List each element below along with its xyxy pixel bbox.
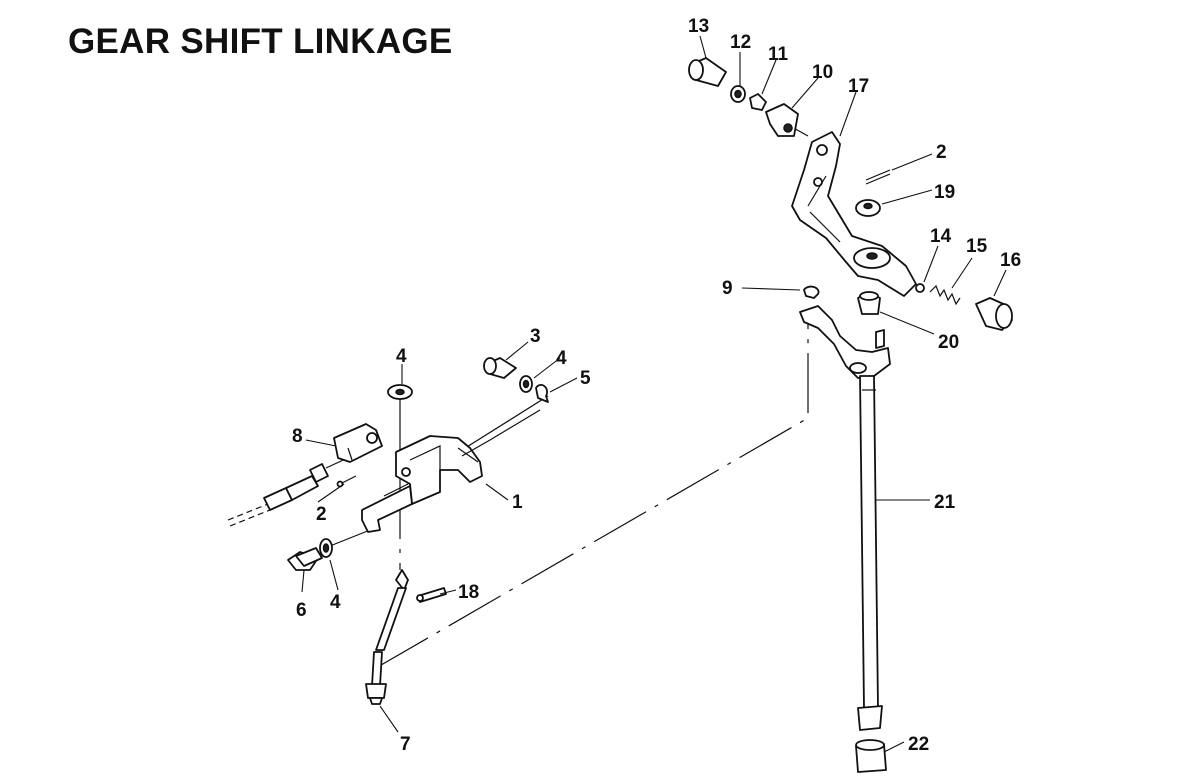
callout-7: 7 bbox=[400, 734, 411, 755]
pin-part-18 bbox=[416, 587, 447, 603]
callout-4-mid: 4 bbox=[556, 348, 567, 369]
alignment-line-main bbox=[375, 322, 809, 669]
ball-part-14 bbox=[915, 283, 925, 293]
shift-link bbox=[799, 305, 891, 379]
plug-part-16 bbox=[975, 297, 1013, 331]
ball-joint-part-10 bbox=[765, 103, 799, 137]
shift-shaft-part-21 bbox=[857, 375, 883, 731]
cotter-pin-part-2-right bbox=[865, 169, 891, 185]
bolt-part-3 bbox=[483, 357, 517, 379]
callout-13: 13 bbox=[688, 16, 709, 37]
washer-part-19 bbox=[855, 199, 881, 217]
alignment-line-bolt-6 bbox=[329, 529, 371, 547]
bolt-part-6 bbox=[287, 547, 323, 571]
callout-2-left: 2 bbox=[316, 504, 327, 525]
callout-9: 9 bbox=[722, 278, 733, 299]
callout-19: 19 bbox=[934, 182, 955, 203]
bushing-part-22 bbox=[855, 739, 887, 773]
clip-part-9 bbox=[803, 285, 820, 299]
callout-22: 22 bbox=[908, 734, 929, 755]
retainer-part-20 bbox=[857, 291, 881, 315]
callout-labels: 1 2 3 4 4 5 8 6 4 18 7 13 12 11 10 17 2 … bbox=[292, 16, 1021, 755]
callout-5: 5 bbox=[580, 368, 591, 389]
callout-4-bottom: 4 bbox=[330, 592, 341, 613]
callout-17: 17 bbox=[848, 76, 869, 97]
spring-part-15 bbox=[929, 284, 961, 306]
cotter-pin-part-2-left bbox=[336, 475, 357, 488]
washer-part-4-mid bbox=[519, 375, 533, 393]
clevis-part-8 bbox=[333, 423, 383, 463]
alignment-line-bolt-3 bbox=[461, 395, 549, 451]
callout-3: 3 bbox=[530, 326, 541, 347]
callout-18: 18 bbox=[458, 582, 479, 603]
callout-14: 14 bbox=[930, 226, 952, 247]
clip-part-5 bbox=[535, 384, 549, 403]
leader-lines bbox=[301, 35, 1007, 753]
callout-1: 1 bbox=[512, 492, 523, 513]
shift-rod-part-7 bbox=[365, 569, 409, 705]
washer-part-4-top bbox=[387, 384, 413, 400]
washer-part-12 bbox=[730, 85, 746, 103]
callout-4-top: 4 bbox=[396, 346, 407, 367]
callout-2-right: 2 bbox=[936, 142, 947, 163]
callout-16: 16 bbox=[1000, 250, 1021, 271]
callout-6: 6 bbox=[296, 600, 307, 621]
nut-part-11 bbox=[749, 93, 767, 111]
callout-20: 20 bbox=[938, 332, 959, 353]
callout-15: 15 bbox=[966, 236, 988, 257]
callout-8: 8 bbox=[292, 426, 303, 447]
page-title: GEAR SHIFT LINKAGE bbox=[68, 22, 453, 61]
callout-12: 12 bbox=[730, 32, 751, 53]
callout-21: 21 bbox=[934, 492, 956, 513]
callout-11: 11 bbox=[768, 44, 789, 65]
callout-10: 10 bbox=[812, 62, 833, 83]
shift-lever-part-17 bbox=[791, 131, 917, 297]
shift-bracket-part-1 bbox=[361, 409, 541, 533]
bolt-part-13 bbox=[688, 57, 727, 87]
washer-part-4-bottom bbox=[319, 538, 333, 558]
